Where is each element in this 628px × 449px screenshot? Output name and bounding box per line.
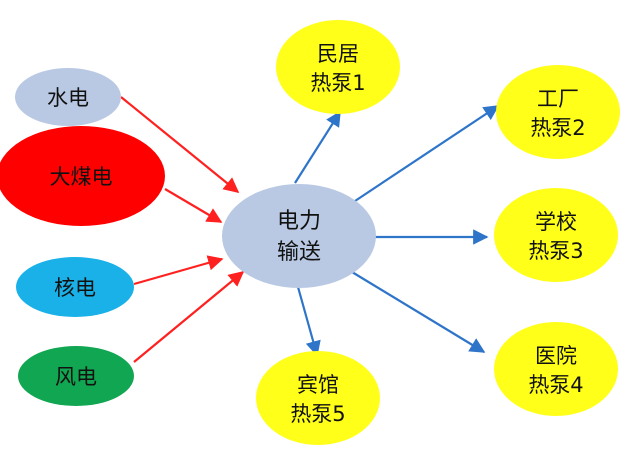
source-node-coal-label: 大煤电 [50,165,113,189]
source-node-coal-shape [0,126,165,226]
consumer-node-factory-line2: 热泵2 [530,116,585,140]
output-arrows [294,105,500,357]
arrow-hydro-to-hub [120,96,240,193]
consumer-node-hospital-line2: 热泵4 [528,373,583,397]
consumer-node-school-line1: 学校 [535,210,577,234]
source-node-wind: 风电 [18,346,134,406]
consumer-node-hospital-line1: 医院 [535,344,577,368]
source-node-nuclear: 核电 [16,257,134,317]
arrow-hub-to-hospital [351,271,486,353]
source-node-hydro-label: 水电 [47,86,89,110]
consumer-node-school-shape [494,188,618,282]
hub-node-shape [222,184,376,288]
source-node-hydro-shape [15,68,121,126]
consumer-node-residential: 民居 热泵1 [276,20,400,114]
source-node-hydro: 水电 [15,68,121,126]
arrow-hub-to-factory [354,105,500,202]
arrow-wind-to-hub [133,271,245,363]
arrow-nuclear-to-hub [133,255,224,286]
consumer-node-residential-line1: 民居 [317,42,359,66]
source-node-wind-label: 风电 [55,365,97,389]
consumer-node-factory-line1: 工厂 [537,87,579,111]
consumer-node-hotel-line2: 热泵5 [290,402,345,426]
hub-node-transmission: 电力 输送 [222,184,376,288]
source-arrows [120,96,245,363]
source-node-nuclear-shape [16,257,134,317]
consumer-node-school-line2: 热泵3 [528,239,583,263]
source-node-wind-shape [18,346,134,406]
consumer-node-residential-line2: 热泵1 [310,71,365,95]
consumer-node-hospital: 医院 热泵4 [494,322,618,416]
consumer-node-hotel-shape [256,351,380,445]
arrow-hub-to-hotel [296,286,321,357]
consumer-node-factory-shape [496,65,620,159]
source-node-coal: 大煤电 [0,126,165,226]
hub-node-label-line1: 电力 [277,209,321,234]
consumer-node-factory: 工厂 热泵2 [496,65,620,159]
source-node-nuclear-label: 核电 [54,276,96,300]
consumer-node-school: 学校 热泵3 [494,188,618,282]
arrow-hub-to-residential [294,110,341,184]
consumer-node-hotel: 宾馆 热泵5 [256,351,380,445]
consumer-node-hotel-line1: 宾馆 [297,373,339,397]
arrow-coal-to-hub [164,188,223,223]
consumer-node-hospital-shape [494,322,618,416]
hub-node-label-line2: 输送 [277,240,321,265]
consumer-node-residential-shape [276,20,400,114]
